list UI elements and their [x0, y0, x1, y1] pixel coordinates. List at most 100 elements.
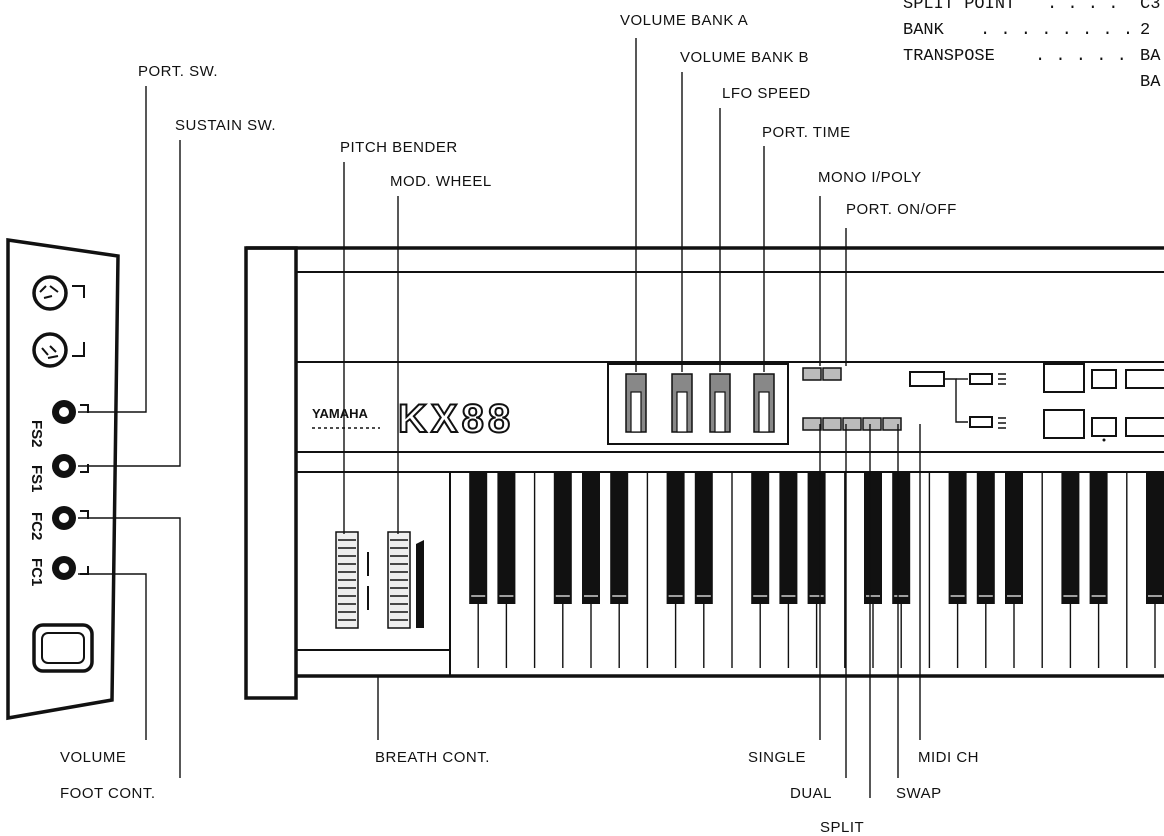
leader-foot-cont [78, 517, 181, 778]
black-keys[interactable] [469, 472, 1164, 604]
black-key[interactable] [948, 472, 967, 604]
split-button[interactable] [842, 417, 862, 431]
label-dual: DUAL [790, 785, 832, 802]
bracket-line [944, 378, 968, 423]
jack-label-fc1: FC1 [28, 558, 45, 586]
label-volume: VOLUME [60, 749, 126, 766]
midi-port-pins [41, 345, 59, 359]
split-point-label: SPLIT POINT [903, 0, 1015, 14]
black-key[interactable] [892, 472, 911, 604]
model-logo: KX88 [398, 397, 514, 441]
label-single: SINGLE [748, 749, 806, 766]
leader-lines [78, 38, 921, 798]
volume-b-slider[interactable] [671, 373, 693, 433]
jack-panel-outline [6, 237, 120, 721]
port-on-off-button[interactable] [822, 367, 842, 381]
right-button-top-1[interactable] [1091, 369, 1117, 389]
midi-port-icon [32, 332, 68, 368]
jack-fs2-icon [52, 400, 89, 424]
black-key[interactable] [1061, 472, 1080, 604]
bank-value: 2 [1140, 21, 1150, 40]
yamaha-logo: YAMAHA [312, 406, 368, 421]
indicator-lines-bottom [998, 417, 1006, 429]
breath-connector-inner [41, 632, 85, 664]
jack-label-fs1: FS1 [28, 465, 45, 493]
bank-dots: . . . . . . . . [980, 21, 1133, 40]
black-key[interactable] [1005, 472, 1023, 604]
label-midi-ch: MIDI CH [918, 749, 979, 766]
black-key[interactable] [610, 472, 629, 604]
jack-fc2-icon [52, 506, 89, 530]
leader-sustain-sw [78, 140, 181, 467]
black-key[interactable] [1146, 472, 1164, 604]
right-button-bottom-1[interactable] [1091, 417, 1117, 437]
label-mono-poly: MONO I/POLY [818, 169, 922, 186]
label-port-time: PORT. TIME [762, 124, 851, 141]
callout-labels: VOLUME BANK A VOLUME BANK B LFO SPEED PO… [60, 12, 979, 836]
swap-button[interactable] [862, 417, 882, 431]
mod-wheel[interactable] [387, 531, 424, 629]
jack-label-fc2: FC2 [28, 512, 45, 540]
volume-a-slider[interactable] [625, 373, 647, 433]
bracket-button[interactable] [909, 371, 945, 387]
split-point-value: C3 [1140, 0, 1160, 14]
right-large-button-top[interactable] [1043, 363, 1085, 393]
black-key[interactable] [582, 472, 600, 604]
midi-port-marker [72, 285, 85, 298]
label-foot-cont: FOOT CONT. [60, 785, 156, 802]
black-key[interactable] [1089, 472, 1108, 604]
leader-port-sw [78, 86, 147, 413]
indicator-dot [1102, 438, 1106, 442]
small-switch-bottom[interactable] [969, 416, 993, 428]
label-lfo-speed: LFO SPEED [722, 85, 811, 102]
lfo-speed-slider[interactable] [709, 373, 731, 433]
port-time-slider[interactable] [753, 373, 775, 433]
transpose-dots: . . . . . [1035, 47, 1127, 66]
black-key[interactable] [497, 472, 516, 604]
keyboard-body: YAMAHA KX88 [244, 246, 1164, 700]
transpose-label: TRANSPOSE [903, 47, 995, 66]
label-pitch-bender: PITCH BENDER [340, 139, 458, 156]
right-button-top-2[interactable] [1125, 369, 1164, 389]
right-large-button-bottom[interactable] [1043, 409, 1085, 439]
transpose-value-1: BA [1140, 47, 1161, 66]
small-switch-top[interactable] [969, 373, 993, 385]
black-key[interactable] [666, 472, 685, 604]
black-key[interactable] [976, 472, 995, 604]
black-key[interactable] [779, 472, 798, 604]
label-volume-bank-a: VOLUME BANK A [620, 12, 748, 29]
label-volume-bank-b: VOLUME BANK B [680, 49, 809, 66]
bank-label: BANK [903, 21, 945, 40]
indicator-lines-top [998, 373, 1006, 385]
black-key[interactable] [694, 472, 713, 604]
right-button-bottom-2[interactable] [1125, 417, 1164, 437]
label-port-on-off: PORT. ON/OFF [846, 201, 957, 218]
label-mod-wheel: MOD. WHEEL [390, 173, 492, 190]
single-button[interactable] [802, 417, 822, 431]
black-key[interactable] [553, 472, 572, 604]
label-port-sw: PORT. SW. [138, 63, 218, 80]
jack-panel: FS2 FS1 FC2 FC1 [6, 237, 120, 721]
label-sustain-sw: SUSTAIN SW. [175, 117, 276, 134]
slider-module [607, 363, 789, 445]
midi-ch-button[interactable] [882, 417, 902, 431]
midi-port-marker [72, 342, 85, 357]
label-split: SPLIT [820, 819, 864, 836]
dual-button[interactable] [822, 417, 842, 431]
black-key[interactable] [469, 472, 488, 604]
black-key[interactable] [751, 472, 770, 604]
settings-block: SPLIT POINT . . . . C3 BANK . . . . . . … [903, 0, 1161, 92]
breath-connector-icon [32, 623, 94, 673]
black-key[interactable] [807, 472, 826, 604]
midi-port-icon [32, 275, 68, 311]
jack-fc1-icon [52, 556, 89, 580]
leader-volume [78, 573, 147, 740]
jack-label-fs2: FS2 [28, 420, 45, 448]
black-key[interactable] [864, 472, 882, 604]
mono-poly-button[interactable] [802, 367, 822, 381]
label-swap: SWAP [896, 785, 942, 802]
pitch-bender-wheel[interactable] [335, 531, 369, 629]
midi-port-pins [39, 285, 59, 299]
transpose-value-2: BA [1140, 73, 1161, 92]
